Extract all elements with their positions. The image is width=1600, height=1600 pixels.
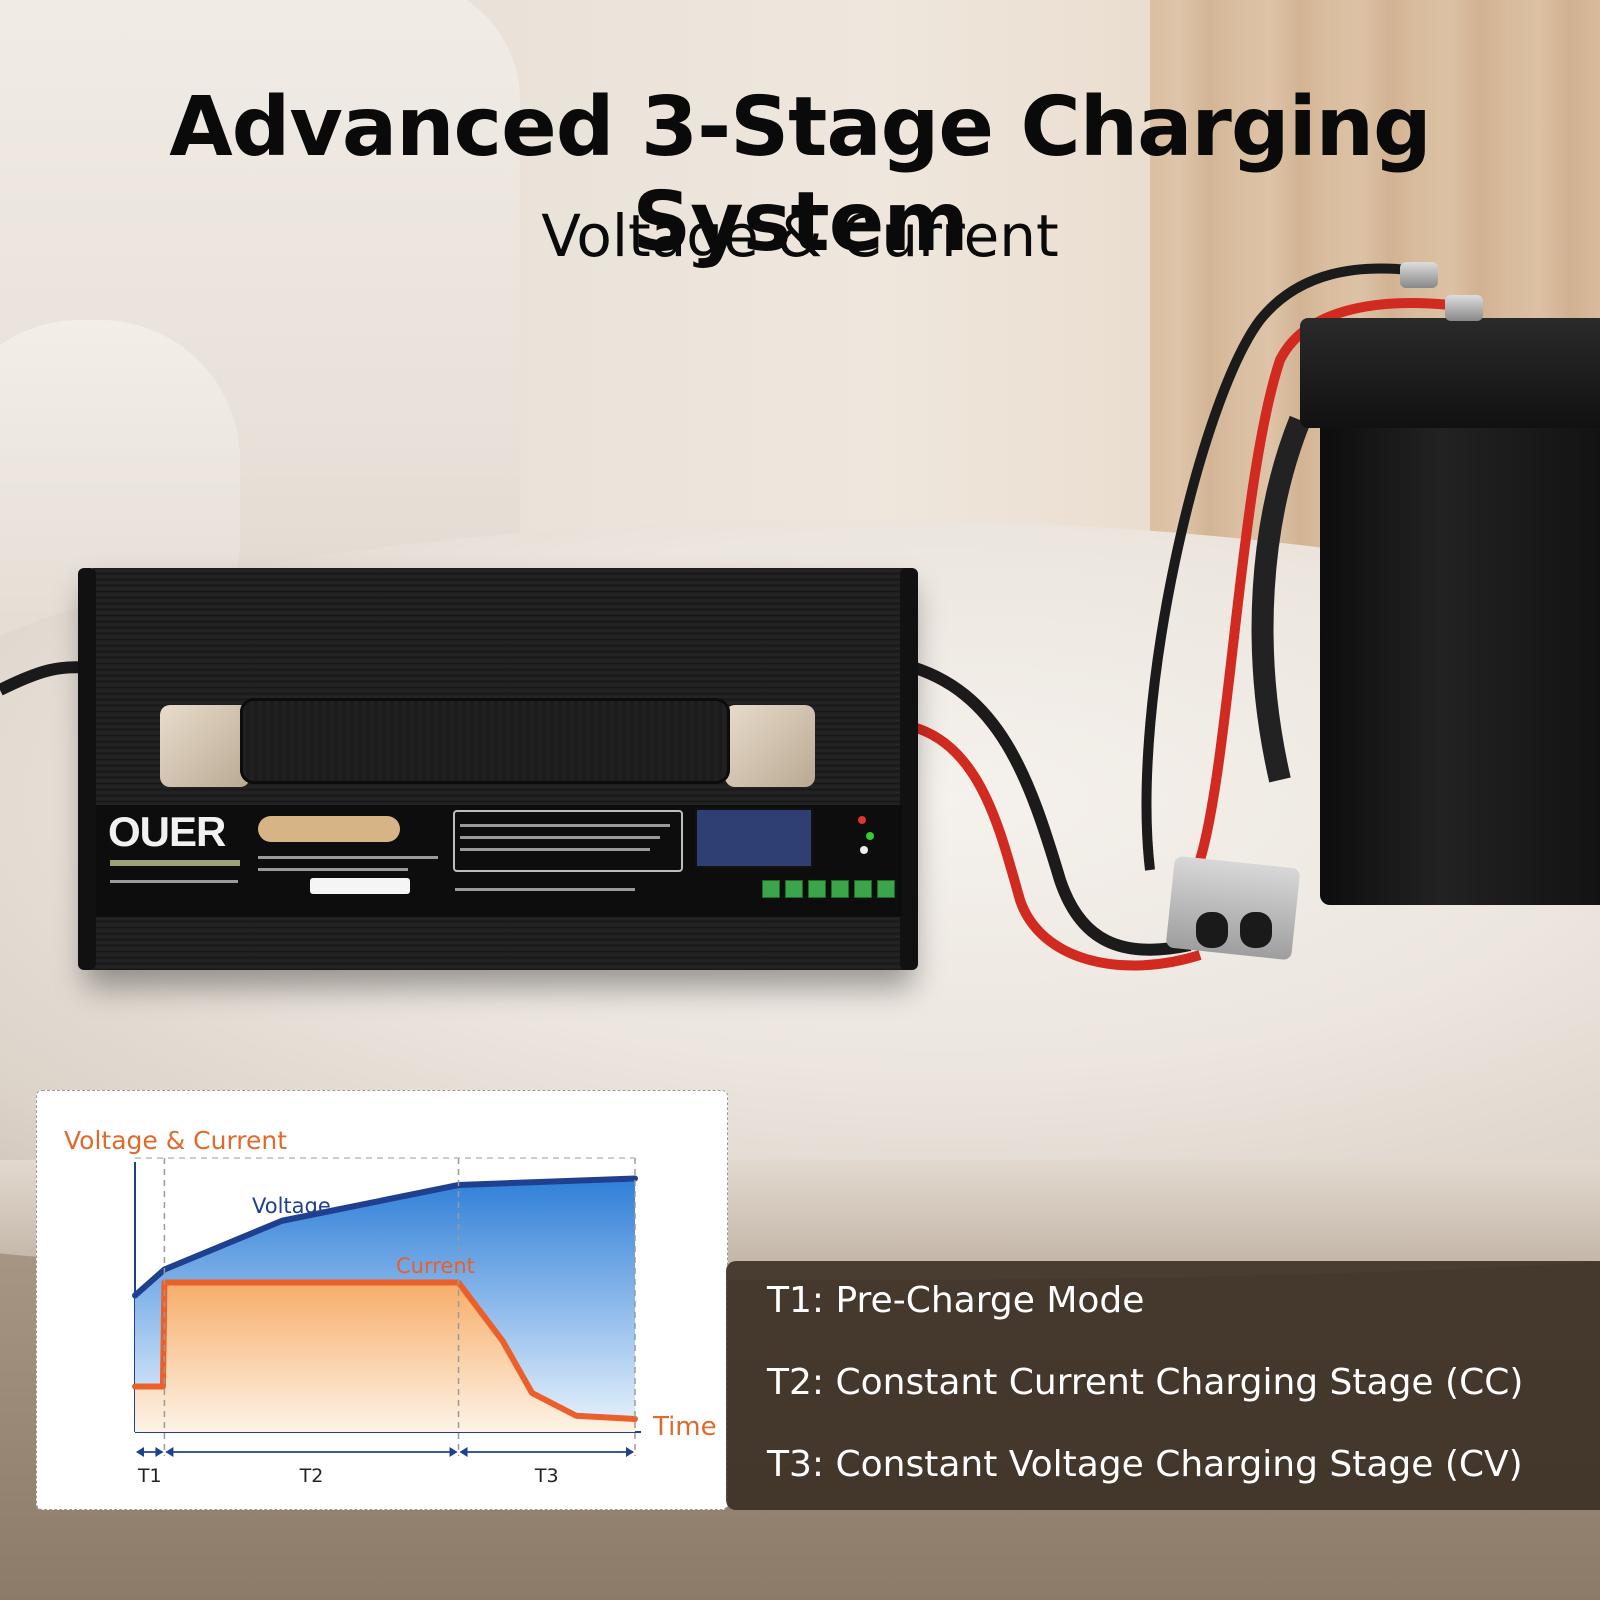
battery-terminal-negative — [1400, 262, 1438, 288]
serial-label — [310, 878, 410, 894]
stage-t2-text: T2: Constant Current Charging Stage (CC) — [767, 1362, 1524, 1403]
current-series-label: Current — [396, 1254, 475, 1278]
battery-lid — [1300, 318, 1600, 428]
voltage-line — [132, 1175, 638, 1299]
x-axis-label: Time — [652, 1412, 717, 1442]
charger-endcap-left — [78, 568, 96, 970]
carry-handle — [240, 698, 730, 784]
black-output-cable — [903, 659, 1192, 956]
current-line — [132, 1279, 638, 1422]
arrow-head — [136, 1447, 144, 1457]
charger-endcap-right — [900, 568, 918, 970]
certification-marks — [455, 888, 635, 891]
page-title: Advanced 3-Stage Charging System — [169, 80, 1432, 270]
arrow-head — [449, 1447, 458, 1457]
handle-bracket-right — [725, 705, 815, 787]
label-text-line — [460, 848, 650, 851]
stage-t3-text: T3: Constant Voltage Charging Stage (CV) — [767, 1444, 1523, 1485]
status-led-red — [858, 816, 866, 824]
spec-label-box — [453, 810, 683, 872]
connector-slot — [1196, 912, 1228, 948]
indicator-square — [762, 880, 780, 898]
battery-positive-cable — [1195, 298, 1451, 862]
label-text-line — [258, 868, 408, 871]
label-text-line — [460, 836, 660, 839]
indicator-square — [785, 880, 803, 898]
chart-y-axis-label: Voltage & Current — [64, 1126, 288, 1155]
battery-negative-cable — [1141, 263, 1411, 871]
label-text-line — [110, 880, 238, 883]
arrow-head — [165, 1447, 174, 1457]
handle-bracket-left — [160, 705, 250, 787]
current-area — [135, 1282, 635, 1432]
status-led-green — [866, 832, 874, 840]
label-text-line — [460, 824, 670, 827]
stage-legend-panel — [726, 1261, 1600, 1510]
red-output-cable — [903, 720, 1202, 971]
indicator-square — [808, 880, 826, 898]
status-led-white — [860, 846, 868, 854]
arrow-head — [459, 1447, 468, 1457]
label-text-line — [258, 856, 438, 859]
model-badge — [258, 816, 400, 842]
connector-slot — [1240, 912, 1272, 948]
brand-stripe — [110, 860, 240, 866]
indicator-square — [831, 880, 849, 898]
arrow-head — [155, 1447, 164, 1457]
stage-t1-text: T1: Pre-Charge Mode — [767, 1280, 1145, 1321]
indicator-square — [854, 880, 872, 898]
page-subtitle: Voltage & Current — [541, 202, 1059, 270]
indicator-square — [877, 880, 895, 898]
stage-label-t2: T2 — [299, 1465, 324, 1487]
battery-strap — [1251, 415, 1311, 783]
stage-label-t3: T3 — [534, 1465, 559, 1487]
arrow-head — [626, 1447, 634, 1457]
battery-terminal-positive — [1445, 295, 1483, 321]
voltage-series-label: Voltage — [252, 1194, 331, 1218]
lcd-display — [695, 808, 813, 868]
stage-label-t1: T1 — [137, 1465, 162, 1487]
brand-logo: OUER — [108, 808, 226, 855]
